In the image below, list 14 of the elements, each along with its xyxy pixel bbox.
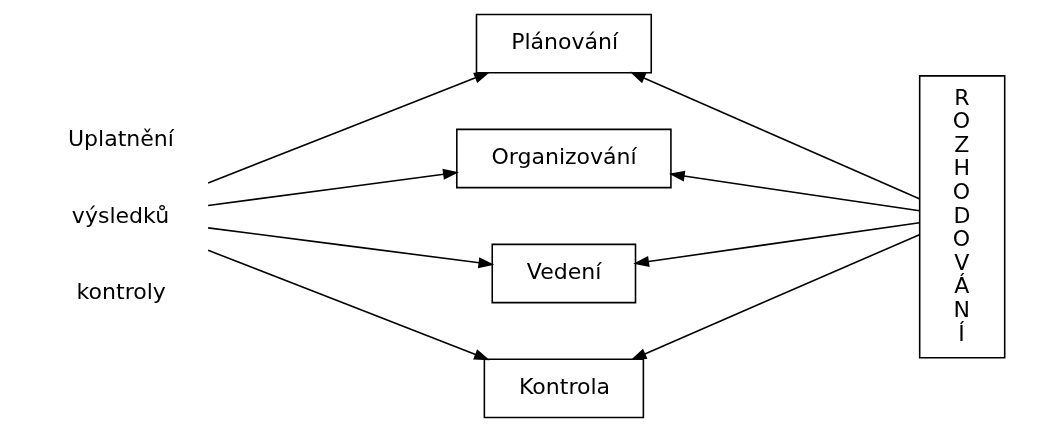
node-box: Kontrola — [483, 358, 644, 419]
arrow — [206, 227, 494, 269]
arrow — [206, 168, 459, 207]
arrow — [206, 249, 490, 361]
arrow — [632, 221, 920, 267]
arrow — [630, 233, 920, 361]
node-box: ROZHODOVÁNÍ — [918, 75, 1005, 359]
node-box: Plánování — [475, 13, 652, 74]
node-box: Vedení — [490, 243, 636, 304]
arrow — [629, 71, 920, 200]
node-box: Organizování — [455, 128, 672, 189]
node-text: Uplatnění výsledků kontroly — [67, 126, 174, 305]
arrow — [206, 72, 490, 184]
arrow — [668, 170, 920, 212]
